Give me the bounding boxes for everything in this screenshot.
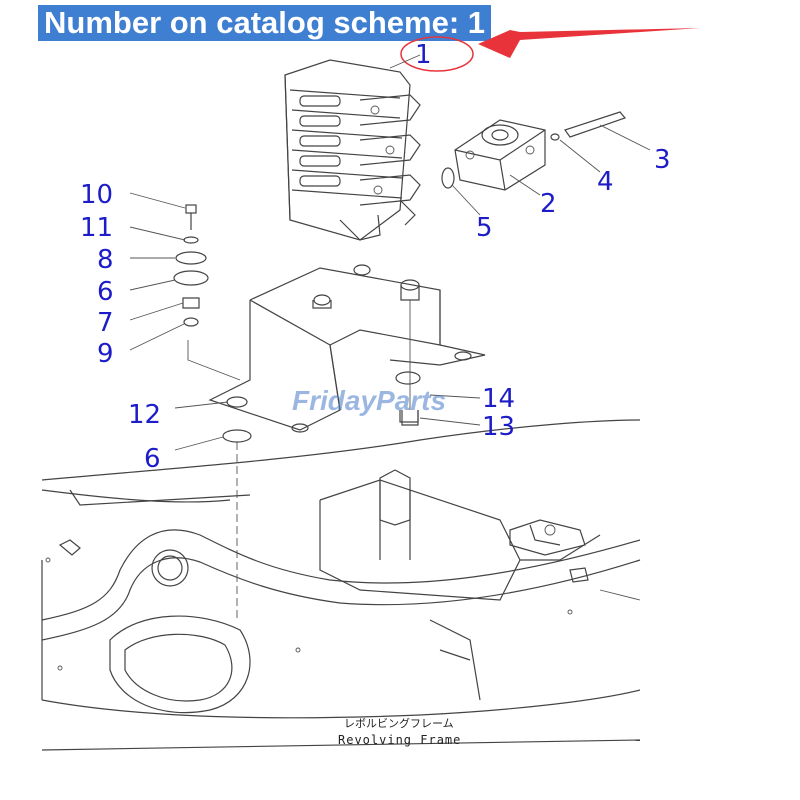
revolving-frame-drawing — [41, 419, 641, 751]
callout-1: 1 — [415, 40, 432, 70]
bolt-part-10 — [185, 204, 197, 230]
callout-13: 13 — [482, 412, 515, 442]
frame-label-japanese: レボルビングフレーム — [344, 716, 454, 730]
callout-8: 8 — [97, 245, 114, 275]
callout-12: 12 — [128, 400, 161, 430]
callout-5: 5 — [476, 213, 493, 243]
callout-7: 7 — [97, 308, 114, 338]
callout-14: 14 — [482, 384, 515, 414]
callout-3: 3 — [654, 145, 671, 175]
control-valve-assembly — [284, 59, 421, 241]
washer-part-4 — [550, 133, 560, 141]
o-ring-part-5 — [441, 167, 455, 189]
callout-2: 2 — [540, 189, 557, 219]
callout-6-bottom: 6 — [144, 444, 161, 474]
washer-part-8 — [175, 251, 207, 265]
bolt-part-13 — [401, 410, 419, 426]
cushion-part-9 — [183, 317, 199, 327]
callout-6-top: 6 — [97, 277, 114, 307]
bushing-part-7 — [182, 297, 200, 309]
bolt-part-3 — [564, 111, 627, 138]
washer-part-11 — [183, 236, 199, 244]
callout-11: 11 — [80, 213, 113, 243]
leader-lines — [129, 54, 651, 451]
callout-10: 10 — [80, 180, 113, 210]
callout-4: 4 — [597, 167, 614, 197]
washer-part-6-bottom — [222, 429, 252, 443]
watermark-logo: FridayParts — [292, 385, 446, 416]
valve-part-2 — [454, 119, 546, 191]
callout-highlight-ellipse — [400, 36, 474, 72]
catalog-scheme-title: Number on catalog scheme: 1 — [38, 5, 492, 41]
callout-9: 9 — [97, 339, 114, 369]
pointer-arrow — [478, 28, 700, 58]
washer-part-6-top — [173, 270, 209, 286]
frame-label-english: Revolving Frame — [338, 733, 461, 747]
